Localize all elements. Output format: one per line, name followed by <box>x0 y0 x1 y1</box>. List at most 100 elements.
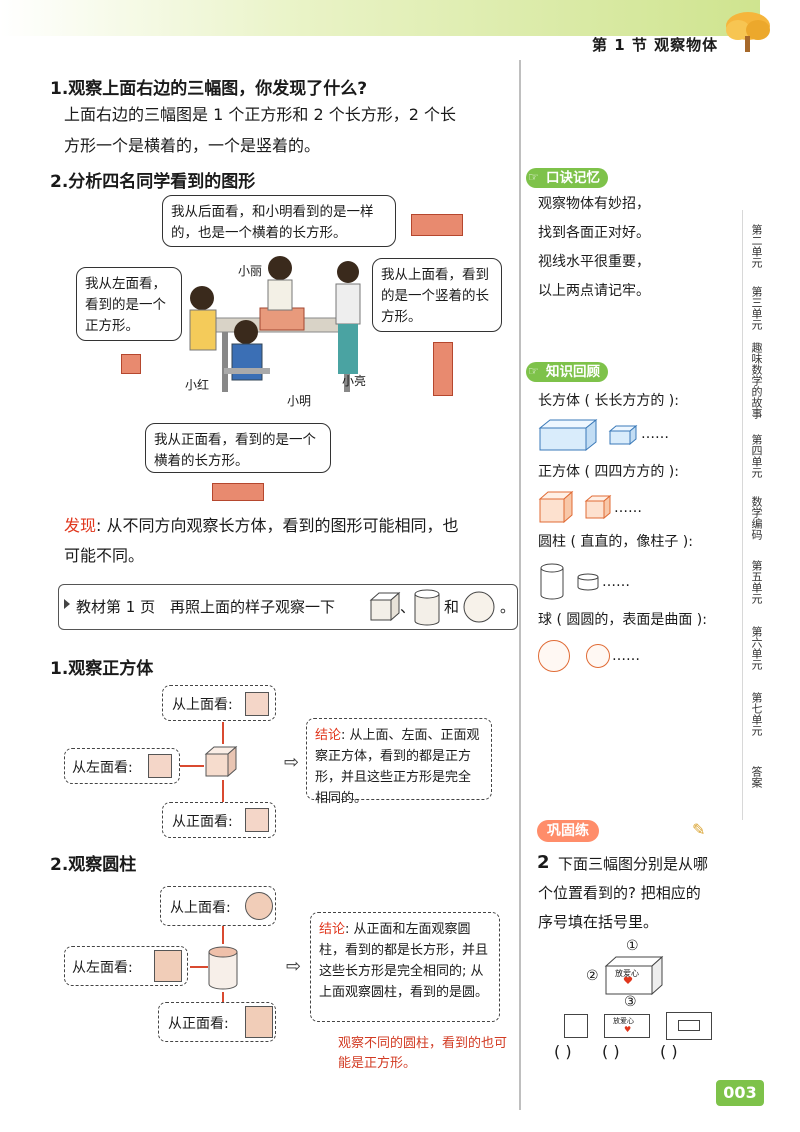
bubble-front: 我从正面看，看到的是一个横着的长方形。 <box>145 423 331 473</box>
ellipsis-2: …… <box>614 500 642 516</box>
cyl-left-rect <box>154 950 182 982</box>
textbook-text: 再照上面的样子观察一下 <box>170 598 336 616</box>
answer-paren-2[interactable]: ( ) <box>602 1042 620 1061</box>
arrow-line <box>180 765 204 767</box>
num-2: ② <box>586 968 599 984</box>
cube-front-label: 从正面看: <box>172 814 233 830</box>
answer-paren-3[interactable]: ( ) <box>660 1042 678 1061</box>
finding: 发现: 从不同方向观察长方体，看到的图形可能相同，也 <box>64 511 514 541</box>
section-title: 第 1 节 观察物体 <box>592 36 719 54</box>
shape-horizontal-rect <box>411 214 463 236</box>
q1-title: 1.观察上面右边的三幅图，你发现了什么? <box>50 79 368 99</box>
box-label-front: 放爱心 <box>613 1017 634 1025</box>
cube-left-square <box>148 754 172 778</box>
tree-icon <box>726 12 770 52</box>
arrow-line <box>222 926 224 944</box>
memory-line-2: 找到各面正对好。 <box>538 225 650 241</box>
textbook-label: 教材第 1 页 <box>76 598 156 616</box>
cube-drawing <box>204 745 238 778</box>
tab-unit-5[interactable]: 第五单元 <box>750 560 763 604</box>
question-line-1: 下面三幅图分别是从哪 <box>558 855 709 873</box>
box-drawing <box>604 955 664 996</box>
num-1: ① <box>626 938 639 954</box>
and-text: 和 <box>444 598 460 616</box>
cylinder-drawing <box>208 946 238 990</box>
question-line-3: 序号填在括号里。 <box>538 913 659 931</box>
memory-badge: 口诀记忆 <box>526 168 608 188</box>
cyl-front-label: 从正面看: <box>168 1016 229 1032</box>
answer-paren-1[interactable]: ( ) <box>554 1042 572 1061</box>
answer-shape-front <box>604 1014 650 1038</box>
cuboid-icon <box>538 418 598 452</box>
bubble-top: 我从上面看，看到的是一个竖着的长方形。 <box>372 258 502 332</box>
tab-story[interactable]: 趣味数学的故事 <box>750 342 763 419</box>
cylinder-title: 2.观察圆柱 <box>50 855 137 875</box>
arrow-line <box>222 780 224 802</box>
cube-top-label: 从上面看: <box>172 697 233 713</box>
arrow-line <box>190 966 208 968</box>
memory-line-3: 视线水平很重要， <box>538 254 650 270</box>
tab-coding[interactable]: 数学编码 <box>750 496 763 540</box>
bubble-left: 我从左面看，看到的是一个正方形。 <box>76 267 182 341</box>
students-illustration <box>189 256 361 392</box>
cube-top-square <box>245 692 269 716</box>
cube-orange-small-icon <box>584 494 612 520</box>
page-number: 003 <box>716 1080 764 1106</box>
cylinder-label: 圆柱 ( 直直的，像柱子 ): <box>538 534 693 550</box>
tab-rail <box>742 210 743 820</box>
heart-icon: ♥ <box>624 1025 632 1034</box>
num-3: ③ <box>624 994 637 1010</box>
shape-square <box>121 354 141 374</box>
review-badge: 知识回顾 <box>526 362 608 382</box>
answer-shape-top-inner <box>678 1020 700 1031</box>
cyl-conclusion: 结论: 从正面和左面观察圆柱，看到的都是长方形，并且这些长方形是完全相同的; 从… <box>310 912 500 1022</box>
question-line-2: 个位置看到的? 把相应的 <box>538 884 701 902</box>
name-xiaoli: 小丽 <box>238 264 263 278</box>
cube-label: 正方体 ( 四四方方的 ): <box>538 464 679 480</box>
question-number: 2 <box>537 852 550 873</box>
arrow-right-icon: ⇨ <box>284 752 300 773</box>
end-text: 。 <box>500 598 516 616</box>
cube-left-label: 从左面看: <box>72 760 133 776</box>
sphere-icon <box>463 591 495 623</box>
tab-unit-3[interactable]: 第三单元 <box>750 286 763 330</box>
sphere-big-icon <box>538 640 570 672</box>
cyl-conclusion-label: 结论 <box>319 922 346 937</box>
cube-front-square <box>245 808 269 832</box>
cyl-top-circle <box>245 892 273 920</box>
ellipsis-4: …… <box>612 648 640 664</box>
tab-unit-4[interactable]: 第四单元 <box>750 434 763 478</box>
cube-conclusion-label: 结论 <box>315 728 342 743</box>
tab-answers[interactable]: 答案 <box>750 766 763 788</box>
shape-front-rect <box>212 483 264 501</box>
sphere-small-icon <box>586 644 610 668</box>
cyl-conclusion-text: : 从正面和左面观察圆柱，看到的都是长方形，并且这些长方形是完全相同的; 从上面… <box>319 922 489 1000</box>
cylinder-icon <box>414 589 440 626</box>
cyl-left-label: 从左面看: <box>72 960 133 976</box>
arrow-line <box>222 992 224 1006</box>
q2-title: 2.分析四名同学看到的图形 <box>50 172 256 192</box>
sphere-label: 球 ( 圆圆的，表面是曲面 ): <box>538 612 707 628</box>
answer-shape-top <box>666 1012 712 1040</box>
answer-shape-square <box>564 1014 588 1038</box>
hand-icon: ☞ <box>528 170 539 184</box>
tab-unit-2[interactable]: 第二单元 <box>750 224 763 268</box>
name-xiaoming: 小明 <box>287 394 312 408</box>
cyl-front-rect <box>245 1006 273 1038</box>
q1-answer-line1: 上面右边的三幅图是 1 个正方形和 2 个长方形，2 个长 <box>64 105 456 124</box>
tab-unit-7[interactable]: 第七单元 <box>750 692 763 736</box>
q1-answer-line2: 方形一个是横着的，一个是竖着的。 <box>64 136 321 155</box>
cuboid-small-icon <box>608 424 638 446</box>
cube-conclusion-text: : 从上面、左面、正面观察正方体，看到的都是正方形，并且这些正方形是完全相同的。 <box>315 728 480 806</box>
ellipsis-1: …… <box>641 426 669 442</box>
finding-text: : 从不同方向观察长方体，看到的图形可能相同，也 <box>96 516 459 535</box>
header-bar <box>0 0 760 36</box>
memory-line-4: 以上两点请记牢。 <box>538 283 650 299</box>
sep: 、 <box>400 598 416 616</box>
cube-conclusion: 结论: 从上面、左面、正面观察正方体，看到的都是正方形，并且这些正方形是完全相同… <box>306 718 492 806</box>
hand-icon: ☞ <box>528 364 539 378</box>
arrow-line <box>222 722 224 744</box>
name-xiaoliang: 小亮 <box>342 374 367 388</box>
tab-unit-6[interactable]: 第六单元 <box>750 626 763 670</box>
cyl-top-label: 从上面看: <box>170 900 231 916</box>
